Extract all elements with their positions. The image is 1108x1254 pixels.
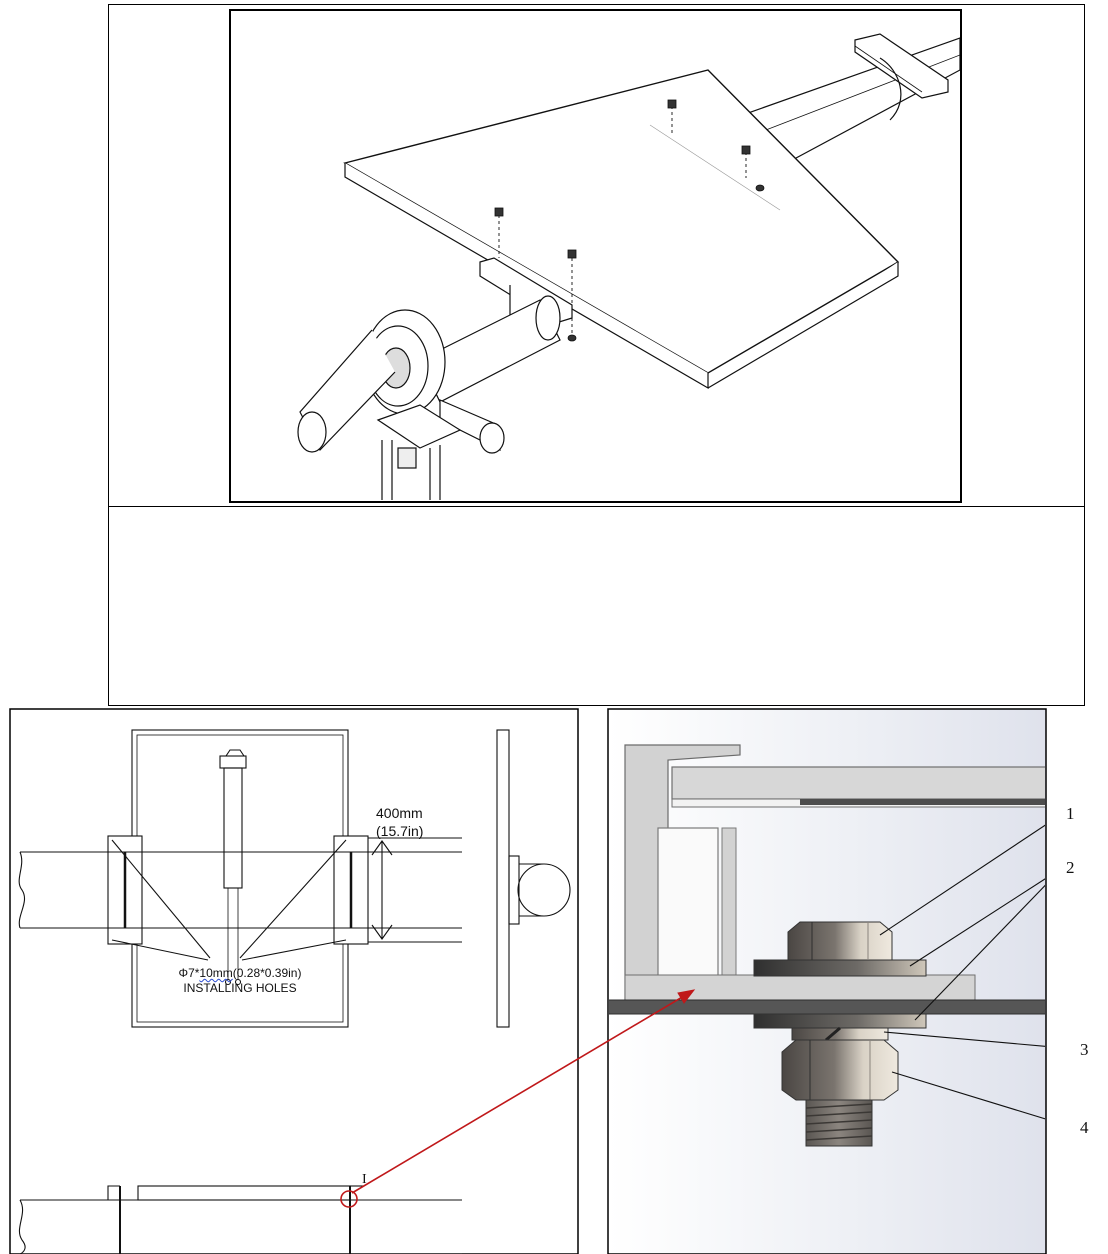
dimension-value: 400mm — [376, 805, 423, 821]
dimension-label: 400mm (15.7in) — [376, 804, 423, 840]
dimension-imperial: (15.7in) — [376, 823, 424, 839]
callout-1: 1 — [1066, 804, 1075, 823]
solar-panel-top — [343, 69, 900, 390]
installing-holes-label: Φ7*10mm(0.28*0.39in) INSTALLING HOLES — [140, 966, 340, 996]
fastener-bolts — [494, 99, 765, 342]
detail-connector-arrow — [351, 989, 696, 1194]
callout-3: 3 — [1080, 1040, 1089, 1059]
panel-dimension-drawing — [18, 729, 571, 1254]
hole-size-prefix: Φ7* — [178, 966, 200, 980]
detail-marker-label: I — [362, 1172, 367, 1187]
clamp-detail-render — [609, 744, 1045, 1147]
post — [376, 404, 462, 500]
hole-label: INSTALLING HOLES — [183, 981, 297, 995]
back-rail-bracket — [854, 33, 949, 121]
callout-2: 2 — [1066, 858, 1075, 877]
fastener-dashlines — [498, 106, 747, 338]
slewing-drive — [297, 309, 505, 454]
hole-size: Φ7*10mm(0.28*0.39in) — [140, 966, 340, 981]
callout-4: 4 — [1080, 1118, 1089, 1137]
hole-size-imperial: (0.28*0.39in) — [232, 966, 302, 980]
hole-size-underlined: 10mm — [199, 966, 233, 980]
detail-circle-marker — [340, 1190, 358, 1208]
front-tube — [419, 295, 561, 403]
bottom-empty-frame — [108, 506, 1085, 706]
